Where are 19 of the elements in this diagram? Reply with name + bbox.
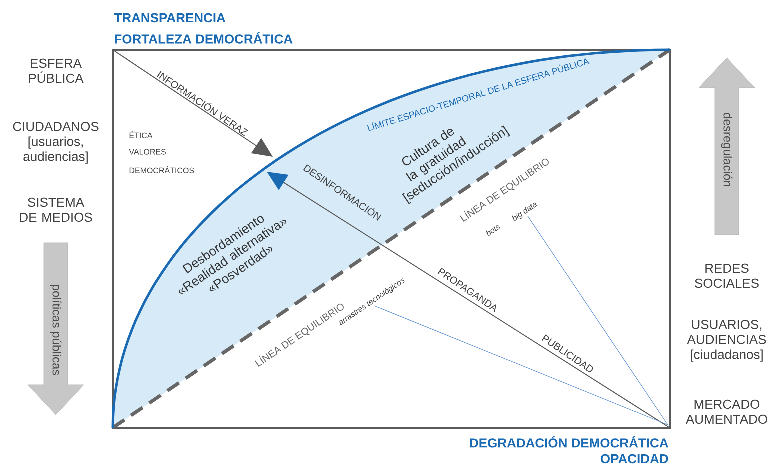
heading: OPACIDAD bbox=[600, 454, 668, 464]
heading: DEGRADACIÓN DEMOCRÁTICA bbox=[470, 436, 668, 448]
leader-line bbox=[527, 216, 668, 426]
heading: TRANSPARENCIA bbox=[114, 13, 226, 23]
arrow-label: políticas públicas bbox=[50, 285, 62, 376]
side-label: REDES SOCIALES bbox=[695, 264, 759, 288]
note: ÉTICA bbox=[130, 132, 153, 138]
side-label: ESFERA PÚBLICA bbox=[29, 58, 84, 84]
side-label: CIUDADANOS [usuarios, audiencias] bbox=[13, 122, 99, 164]
annotation: big data bbox=[512, 202, 538, 222]
side-label: USUARIOS, AUDIENCIAS [ciudadanos] bbox=[687, 320, 766, 362]
side-label: MERCADO AUMENTADO bbox=[686, 400, 768, 424]
note: VALORES bbox=[129, 149, 166, 155]
side-label: SISTEMA DE MEDIOS bbox=[20, 198, 92, 222]
leader-line bbox=[374, 306, 668, 426]
note: DEMOCRÁTICOS bbox=[130, 166, 194, 174]
note: bots bbox=[486, 225, 500, 237]
heading: FORTALEZA DEMOCRÁTICA bbox=[115, 32, 293, 44]
arrow-label: desregulación bbox=[721, 113, 733, 187]
